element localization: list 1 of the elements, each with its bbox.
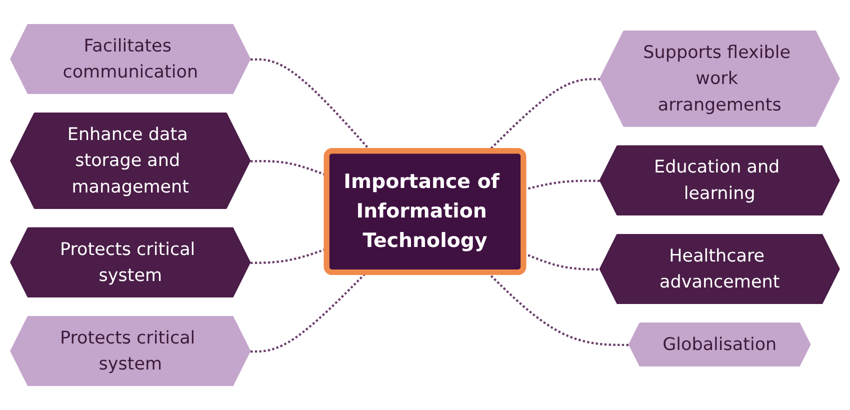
connector [250,272,367,353]
